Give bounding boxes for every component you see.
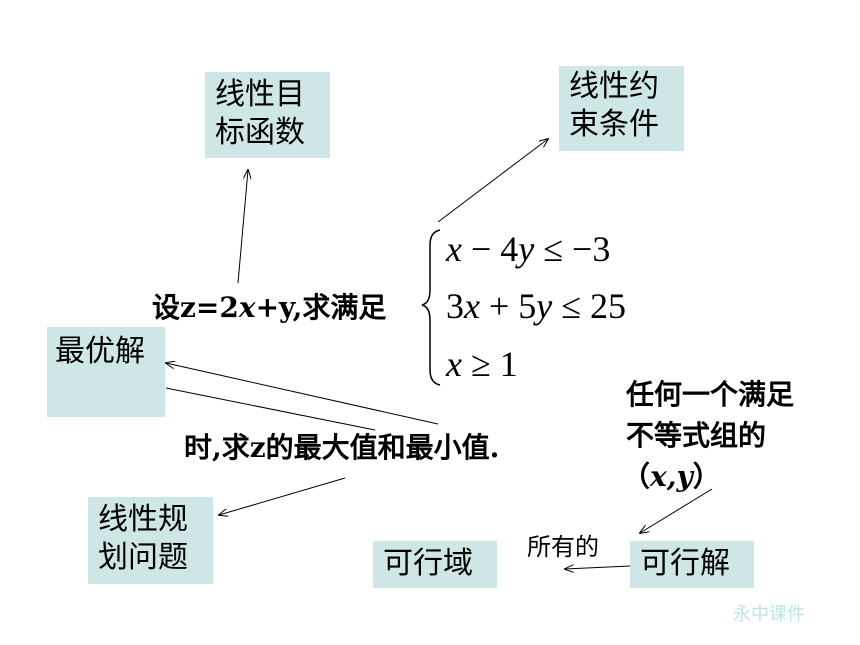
optimal-solution-box: 最优解	[47, 327, 165, 417]
constraint-brace	[421, 229, 441, 386]
optimal-solution-label: 最优解	[55, 334, 145, 369]
linear-programming-box: 线性规 划问题	[88, 497, 213, 584]
note-paren-close: ）	[692, 460, 721, 493]
feasible-solution-box: 可行解	[630, 541, 754, 588]
arrow-to-optimal-solution	[166, 363, 439, 425]
objective-function-line1: 线性目	[215, 77, 305, 112]
note-line1: 任何一个满足	[626, 378, 795, 411]
linear-constraints-box: 线性约 束条件	[559, 66, 684, 151]
problem-expr-x: x	[238, 291, 256, 324]
c2-coef-y: + 5	[479, 286, 537, 326]
problem-prefix: 设	[152, 291, 181, 324]
c1-y: y	[518, 229, 535, 269]
feasible-region-label: 可行域	[383, 546, 473, 581]
c1-rhs: ≤ −3	[534, 229, 611, 269]
arrow-note-to-feasible-solution	[640, 488, 713, 533]
c1-coef: − 4	[461, 229, 519, 269]
arrow-to-linear-constraints	[437, 139, 548, 223]
note-line2: 不等式组的	[626, 419, 767, 452]
c1-x: x	[446, 229, 462, 269]
line-optimal-to-problem	[165, 387, 376, 431]
c2-x: x	[464, 286, 480, 326]
c2-coef-x: 3	[446, 286, 464, 326]
problem-line1: 设z=2x+y,求满足	[152, 286, 386, 326]
feasible-region-box: 可行域	[373, 541, 497, 588]
problem-suffix: 求满足	[302, 291, 387, 324]
constraint-1: x − 4y ≤ −3	[446, 228, 610, 270]
constraint-2: 3x + 5y ≤ 25	[446, 285, 626, 327]
c3-rhs: ≥ 1	[461, 344, 518, 384]
all-label: 所有的	[527, 533, 599, 561]
arrow-to-linear-programming	[219, 477, 346, 515]
constraint-3: x ≥ 1	[446, 343, 518, 385]
c2-rhs: ≤ 25	[552, 286, 627, 326]
objective-function-line2: 标函数	[215, 115, 305, 150]
watermark: 永中课件	[733, 604, 805, 625]
linear-programming-line2: 划问题	[98, 540, 188, 575]
c3-x: x	[446, 344, 462, 384]
objective-function-box: 线性目 标函数	[205, 72, 330, 158]
feasible-solution-label: 可行解	[640, 546, 730, 581]
note-paren-open: （	[622, 460, 651, 493]
problem-expr-a: z=2	[180, 291, 239, 324]
arrow-to-feasible-region	[565, 566, 631, 569]
linear-constraints-line2: 束条件	[569, 107, 659, 142]
problem-line2: 时,求z的最大值和最小值.	[184, 431, 500, 464]
note-line3: （x,y）	[622, 455, 721, 495]
c2-y: y	[536, 286, 553, 326]
linear-programming-line1: 线性规	[98, 502, 188, 537]
note-vars: x,y	[650, 460, 693, 493]
linear-constraints-line1: 线性约	[569, 69, 659, 104]
arrow-to-objective-function	[237, 170, 248, 284]
problem-expr-b: +y,	[255, 291, 303, 324]
